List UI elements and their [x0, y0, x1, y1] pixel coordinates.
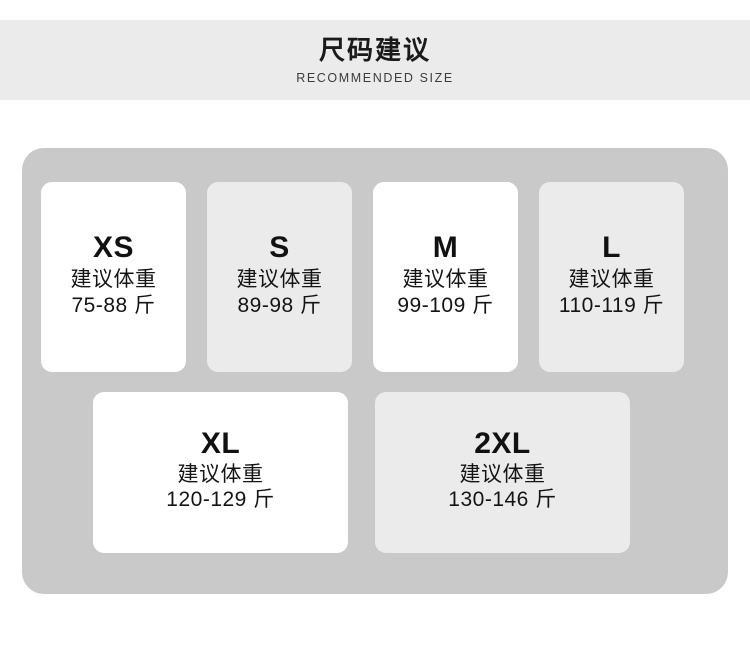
size-card-weight-label: 建议体重 [236, 268, 323, 292]
size-card-xl[interactable]: XL 建议体重 120-129 斤 [93, 392, 348, 553]
size-card-weight-range: 110-119 斤 [558, 293, 665, 317]
size-card-label: M [432, 230, 459, 264]
size-card-weight-label: 建议体重 [568, 268, 655, 292]
size-card-label: 2XL [474, 427, 531, 461]
size-card-weight-range: 120-129 斤 [166, 488, 275, 512]
size-card-weight-label: 建议体重 [70, 268, 157, 292]
size-card-weight-label: 建议体重 [459, 462, 546, 486]
size-chart-panel: XS 建议体重 75-88 斤 S 建议体重 89-98 斤 M 建议体重 99… [22, 148, 728, 594]
size-card-2xl[interactable]: 2XL 建议体重 130-146 斤 [375, 392, 630, 553]
size-card-xs[interactable]: XS 建议体重 75-88 斤 [41, 182, 186, 372]
size-card-weight-label: 建议体重 [177, 462, 264, 486]
size-card-weight-label: 建议体重 [402, 268, 489, 292]
size-card-m[interactable]: M 建议体重 99-109 斤 [373, 182, 518, 372]
size-card-l[interactable]: L 建议体重 110-119 斤 [539, 182, 684, 372]
size-card-weight-range: 89-98 斤 [237, 293, 322, 317]
size-card-weight-range: 130-146 斤 [448, 488, 557, 512]
header-band: 尺码建议 RECOMMENDED SIZE [0, 20, 750, 100]
size-card-weight-range: 99-109 斤 [397, 293, 494, 317]
size-card-label: XL [200, 427, 241, 461]
page-title: 尺码建议 [318, 34, 431, 65]
size-card-weight-range: 75-88 斤 [71, 293, 156, 317]
page-subtitle: RECOMMENDED SIZE [296, 70, 454, 85]
size-card-row-top: XS 建议体重 75-88 斤 S 建议体重 89-98 斤 M 建议体重 99… [41, 182, 710, 372]
size-card-label: L [602, 230, 621, 264]
size-card-s[interactable]: S 建议体重 89-98 斤 [207, 182, 352, 372]
size-card-row-bottom: XL 建议体重 120-129 斤 2XL 建议体重 130-146 斤 [93, 392, 658, 553]
size-card-label: S [269, 230, 290, 264]
size-card-label: XS [92, 230, 135, 264]
